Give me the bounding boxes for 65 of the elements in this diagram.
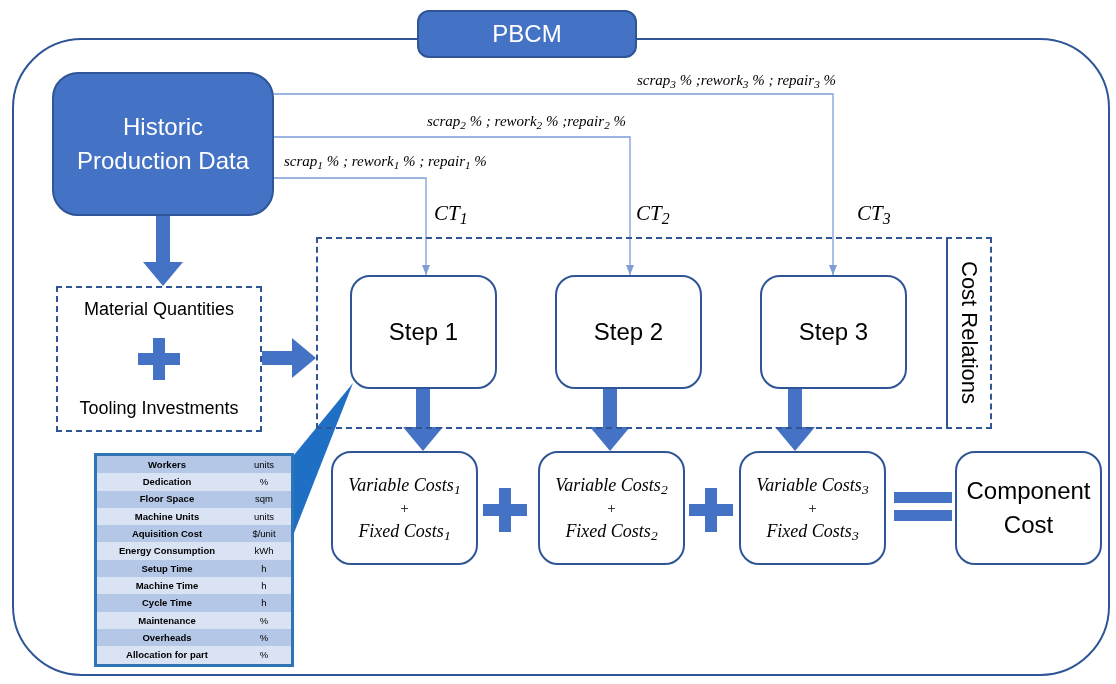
table-cell-text: Allocation for part xyxy=(125,650,209,660)
plus-symbol: + xyxy=(808,499,817,518)
process-step-box xyxy=(350,275,497,389)
table-cell-text: units xyxy=(252,511,276,522)
cost-box xyxy=(331,451,478,565)
input-group-box xyxy=(56,286,262,432)
table-cell-text: h xyxy=(260,598,268,608)
plus-symbol: + xyxy=(607,499,616,518)
arrow xyxy=(273,136,634,276)
table-cell-text: Floor Space xyxy=(138,494,196,504)
node-text: Material Quantities xyxy=(83,298,235,321)
cycle-time-label: CT$_{2}$ xyxy=(636,200,670,226)
formula-text: Fixed Costs$_{1}$ xyxy=(358,520,451,544)
table-cell-text: kWh xyxy=(253,546,275,556)
table-cell-text: h xyxy=(260,563,268,574)
block-arrow xyxy=(143,216,183,286)
table-cell-text: h xyxy=(260,580,268,591)
node-text: Component Cost xyxy=(965,476,1092,540)
table-cell-text: Maintenance xyxy=(137,615,197,626)
title: PBCM xyxy=(492,19,562,49)
node-text: Step 1 xyxy=(388,317,459,347)
formula-text: Variable Costs$_{2}$ xyxy=(555,474,668,498)
table-cell-text: % xyxy=(258,632,270,643)
table-cell-text: Machine Units xyxy=(133,511,201,522)
table-cell-text: sqm xyxy=(254,494,274,504)
formula-text: Fixed Costs$_{2}$ xyxy=(565,520,658,544)
table-cell-text: Dedication xyxy=(141,477,193,487)
cost-box xyxy=(739,451,886,565)
table-cell-text: Cycle Time xyxy=(141,598,193,608)
cycle-time-label: CT$_{1}$ xyxy=(434,200,468,226)
table-cell-text: Workers xyxy=(147,459,187,470)
table-cell-text: % xyxy=(258,650,270,660)
table-cell-text: $/unit xyxy=(251,529,277,539)
node-text: Historic Production Data xyxy=(75,112,251,176)
block-arrow xyxy=(403,389,443,451)
formula-text: Variable Costs$_{1}$ xyxy=(348,474,461,498)
arrow xyxy=(273,177,430,276)
callout-wedge xyxy=(294,383,353,533)
data-source-box xyxy=(52,72,274,216)
dashed-group-box xyxy=(316,237,992,429)
node-text: Step 2 xyxy=(593,317,664,347)
cost-box xyxy=(538,451,685,565)
arrow xyxy=(273,93,837,276)
table-cell-text: % xyxy=(258,477,270,487)
table-cell-text: Energy Consumption xyxy=(117,546,217,556)
table-cell-text: % xyxy=(258,615,270,626)
process-step-box xyxy=(555,275,702,389)
cycle-time-label: CT$_{3}$ xyxy=(857,200,891,226)
table-cell-text: units xyxy=(252,459,276,470)
group-label: Cost Relations xyxy=(955,261,983,405)
formula-text: Fixed Costs$_{3}$ xyxy=(766,520,859,544)
block-arrow xyxy=(775,389,815,451)
block-arrow xyxy=(262,338,316,378)
process-step-box xyxy=(760,275,907,389)
node-text: Step 3 xyxy=(798,317,869,347)
plus-symbol: + xyxy=(400,499,409,518)
table-cell-text: Overheads xyxy=(141,632,193,643)
formula-text: Variable Costs$_{3}$ xyxy=(756,474,869,498)
block-arrow xyxy=(590,389,630,451)
table-cell-text: Aquisition Cost xyxy=(130,529,204,539)
result-box xyxy=(955,451,1102,565)
parameter-table xyxy=(94,453,294,667)
node-text: Tooling Investments xyxy=(79,397,239,420)
table-cell-text: Setup Time xyxy=(140,563,194,574)
table-cell-text: Machine Time xyxy=(134,580,200,591)
